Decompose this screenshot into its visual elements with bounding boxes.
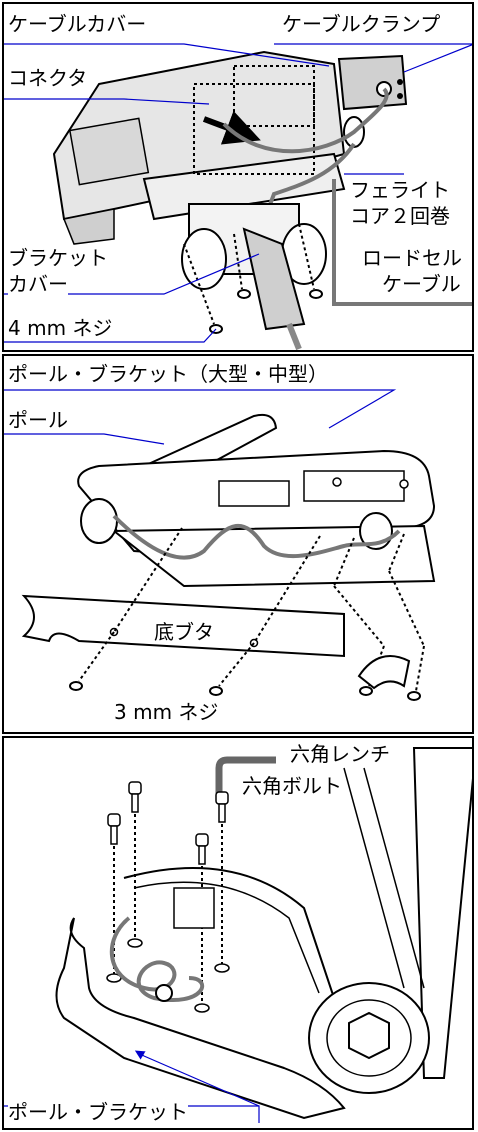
label-bracket-line2: カバー <box>8 272 68 296</box>
label-hex-bolt: 六角ボルト <box>242 774 342 798</box>
label-panel2-title: ポール・ブラケット（大型・中型） <box>8 362 328 386</box>
cable-assembly-illustration <box>4 43 472 350</box>
label-cable-clamp: ケーブルクランプ <box>282 12 441 36</box>
label-bracket-line1: ブラケット <box>8 246 108 270</box>
label-loadcell-line1: ロードセル <box>362 246 462 270</box>
label-pole-bracket: ポール・ブラケット <box>8 1100 188 1124</box>
label-screw-4mm: 4 mm ネジ <box>8 316 113 340</box>
label-screw-3mm: 3 mm ネジ <box>114 700 219 724</box>
panel-pole-bracket: ポール・ブラケット（大型・中型） ポール 底ブタ 3 mm ネジ <box>2 354 474 734</box>
label-cable-cover: ケーブルカバー <box>8 12 147 36</box>
label-bottom-lid: 底ブタ <box>154 620 214 644</box>
label-pole: ポール <box>8 408 68 432</box>
panel-cable-assembly: ケーブルカバー ケーブルクランプ コネクタ フェライト コア２回巻 ブラケット … <box>2 2 474 352</box>
label-connector: コネクタ <box>8 66 88 90</box>
label-ferrite-line1: フェライト <box>350 178 450 202</box>
panel-hex-assembly: 六角レンチ 六角ボルト ポール・ブラケット <box>2 736 474 1130</box>
label-hex-wrench: 六角レンチ <box>290 742 390 766</box>
label-loadcell-line2: ケーブル <box>382 272 461 296</box>
label-ferrite-line2: コア２回巻 <box>350 204 450 228</box>
hex-assembly-illustration <box>4 747 472 1123</box>
pole-bracket-illustration <box>4 389 436 701</box>
